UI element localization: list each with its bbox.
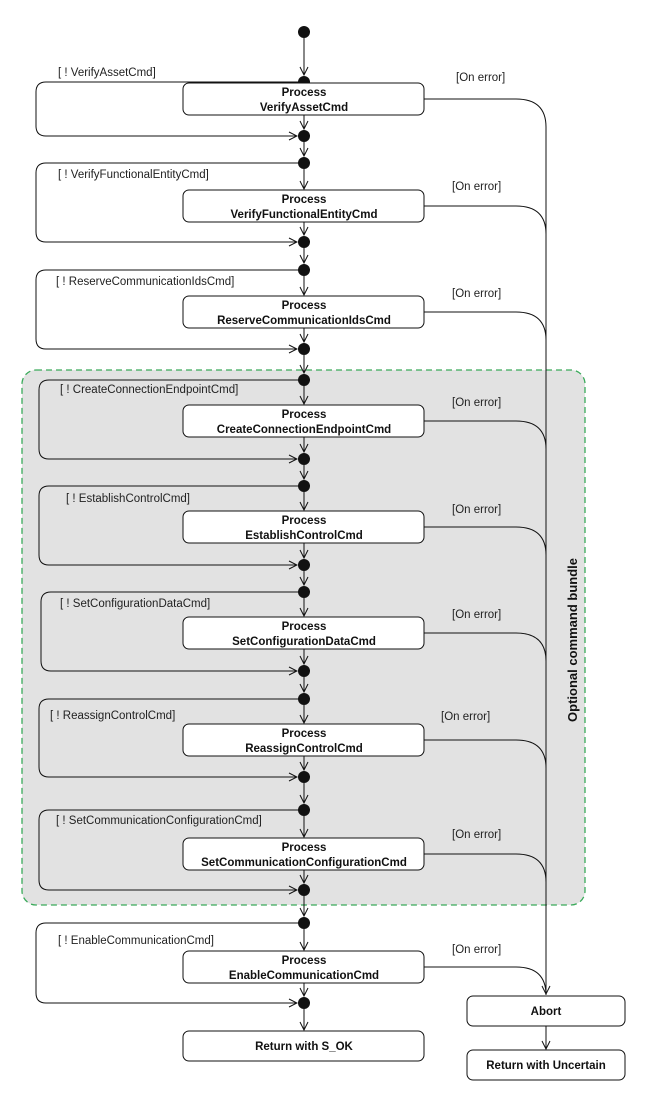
error-label: [On error] <box>452 397 501 409</box>
fork-node <box>298 693 310 705</box>
guard-label: [ ! SetCommunicationConfigurationCmd] <box>56 815 262 827</box>
return-ok-label: Return with S_OK <box>255 1041 353 1053</box>
guard-label: [ ! VerifyAssetCmd] <box>58 67 156 79</box>
join-node <box>298 771 310 783</box>
process-command: CreateConnectionEndpointCmd <box>217 424 391 436</box>
process-title: Process <box>282 194 327 206</box>
process-title: Process <box>282 955 327 967</box>
join-node <box>298 884 310 896</box>
join-node <box>298 343 310 355</box>
process-box <box>182 510 425 544</box>
process-title: Process <box>282 621 327 633</box>
process-title: Process <box>282 728 327 740</box>
error-label: [On error] <box>452 944 501 956</box>
join-node <box>298 559 310 571</box>
process-command: EstablishControlCmd <box>245 530 363 542</box>
skip-loop <box>35 269 298 349</box>
error-label: [On error] <box>452 504 501 516</box>
error-label: [On error] <box>441 711 490 723</box>
skip-loop <box>35 922 298 1003</box>
process-title: Process <box>282 842 327 854</box>
process-title: Process <box>282 300 327 312</box>
process-box <box>182 82 425 116</box>
error-path <box>424 966 547 996</box>
process-command: SetConfigurationDataCmd <box>232 636 376 648</box>
return-uncertain-label: Return with Uncertain <box>486 1060 605 1072</box>
process-box <box>182 723 425 757</box>
flow-lines <box>35 38 547 1049</box>
bundle-label: Optional command bundle <box>565 558 580 722</box>
error-label: [On error] <box>452 181 501 193</box>
error-path <box>424 205 547 235</box>
error-label: [On error] <box>456 72 505 84</box>
guard-label: [ ! ReassignControlCmd] <box>50 710 175 722</box>
guard-label: [ ! CreateConnectionEndpointCmd] <box>60 384 238 396</box>
skip-loop <box>38 698 298 777</box>
abort-label: Abort <box>531 1006 562 1018</box>
fork-node <box>298 586 310 598</box>
guard-label: [ ! EnableCommunicationCmd] <box>58 935 214 947</box>
process-box <box>182 837 425 871</box>
skip-loop <box>38 485 298 565</box>
error-label: [On error] <box>452 829 501 841</box>
join-node <box>298 453 310 465</box>
process-title: Process <box>282 87 327 99</box>
process-box <box>182 404 425 438</box>
process-command: ReserveCommunicationIdsCmd <box>217 315 391 327</box>
process-box <box>182 189 425 223</box>
process-command: VerifyFunctionalEntityCmd <box>231 209 378 221</box>
process-title: Process <box>282 515 327 527</box>
fork-node <box>298 480 310 492</box>
error-path <box>424 98 547 128</box>
skip-loop <box>38 379 298 459</box>
guard-label: [ ! SetConfigurationDataCmd] <box>60 598 210 610</box>
guard-label: [ ! ReserveCommunicationIdsCmd] <box>56 276 234 288</box>
abort-node: Abort <box>466 995 626 1027</box>
fork-node <box>298 374 310 386</box>
fork-node <box>298 917 310 929</box>
guard-label: [ ! VerifyFunctionalEntityCmd] <box>58 169 209 181</box>
process-command: VerifyAssetCmd <box>260 102 348 114</box>
error-label: [On error] <box>452 609 501 621</box>
process-title: Process <box>282 409 327 421</box>
error-label: [On error] <box>452 288 501 300</box>
skip-loop <box>35 81 298 136</box>
start-node <box>298 26 310 38</box>
skip-loop <box>35 162 298 242</box>
guard-label: [ ! EstablishControlCmd] <box>66 493 190 505</box>
fork-node <box>298 804 310 816</box>
skip-loop <box>40 591 298 671</box>
process-command: SetCommunicationConfigurationCmd <box>201 857 407 869</box>
skip-loop <box>38 809 298 890</box>
fork-node <box>298 157 310 169</box>
process-box <box>182 950 425 984</box>
join-node <box>298 997 310 1009</box>
error-path <box>424 311 547 341</box>
process-command: ReassignControlCmd <box>245 743 363 755</box>
return-uncertain-node: Return with Uncertain <box>466 1049 626 1081</box>
return-ok-node: Return with S_OK <box>182 1030 425 1062</box>
join-node <box>298 130 310 142</box>
join-node <box>298 236 310 248</box>
join-node <box>298 665 310 677</box>
process-box <box>182 295 425 329</box>
fork-node <box>298 264 310 276</box>
process-box <box>182 616 425 650</box>
process-command: EnableCommunicationCmd <box>229 970 379 982</box>
